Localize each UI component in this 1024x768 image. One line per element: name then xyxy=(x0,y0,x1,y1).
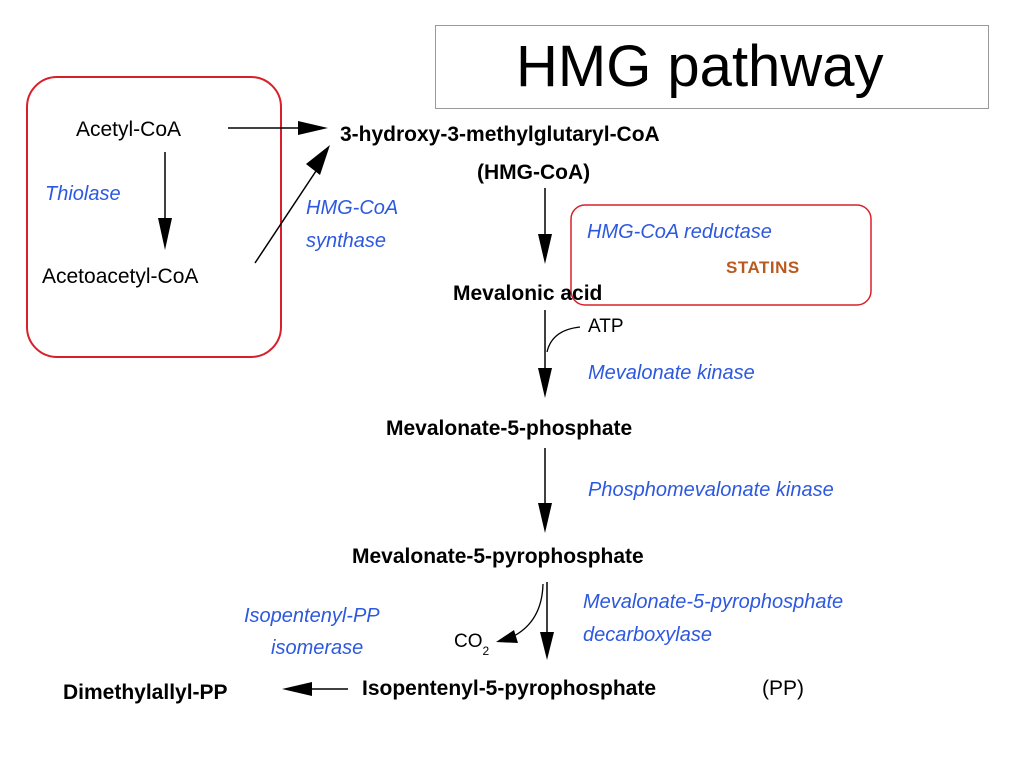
arrow-hmg-to-mevalonic xyxy=(538,188,552,264)
metabolite-dimethylallyl-pp: Dimethylallyl-PP xyxy=(63,681,228,704)
enzyme-decarboxylase-line1: Mevalonate-5-pyrophosphate xyxy=(583,591,844,613)
enzyme-hmg-coa-synthase-line1: HMG-CoA xyxy=(306,197,399,219)
page-title: HMG pathway xyxy=(516,34,884,99)
arrow-acetyl-to-hmg xyxy=(228,121,328,135)
arrow-ipp-to-dmapp xyxy=(282,682,348,696)
enzyme-hmg-coa-synthase-line2: synthase xyxy=(306,230,387,252)
metabolite-acetoacetyl-coa: Acetoacetyl-CoA xyxy=(42,265,199,288)
cofactor-atp: ATP xyxy=(588,316,624,337)
arrow-m5pp-to-ipp xyxy=(540,582,554,660)
enzyme-thiolase: Thiolase xyxy=(45,183,121,205)
cofactor-co2: CO2 xyxy=(454,631,489,657)
arrow-acetyl-to-acetoacetyl xyxy=(158,152,172,250)
highlight-box-reductase xyxy=(570,204,872,306)
enzyme-mevalonate-kinase: Mevalonate kinase xyxy=(588,362,755,384)
metabolite-pp-abbrev: (PP) xyxy=(762,677,804,700)
metabolite-hmg-coa-full: 3-hydroxy-3-methylglutaryl-CoA xyxy=(340,123,660,146)
enzyme-isomerase-line1: Isopentenyl-PP xyxy=(244,605,380,627)
enzyme-hmg-coa-reductase: HMG-CoA reductase xyxy=(587,221,772,243)
enzyme-isomerase-line2: isomerase xyxy=(271,637,364,659)
metabolite-acetyl-coa: Acetyl-CoA xyxy=(76,118,182,141)
inhibitor-statins: STATINS xyxy=(726,258,800,277)
metabolite-mevalonate-5-pyrophosphate: Mevalonate-5-pyrophosphate xyxy=(352,545,644,568)
arrow-acetoacetyl-to-hmg xyxy=(254,145,330,264)
enzyme-phosphomevalonate-kinase: Phosphomevalonate kinase xyxy=(588,479,834,501)
arrow-co2-release xyxy=(496,583,544,643)
metabolite-hmg-coa-short: (HMG-CoA) xyxy=(477,161,591,184)
arrow-m5p-to-m5pp xyxy=(538,448,552,533)
cofactor-co2-main: CO xyxy=(454,631,483,652)
metabolite-mevalonic-acid: Mevalonic acid xyxy=(453,282,603,305)
metabolite-mevalonate-5-phosphate: Mevalonate-5-phosphate xyxy=(386,417,633,440)
arrow-mevalonic-to-m5p xyxy=(538,310,581,398)
cofactor-co2-subscript: 2 xyxy=(482,644,490,658)
title-box: HMG pathway xyxy=(435,25,989,109)
enzyme-decarboxylase-line2: decarboxylase xyxy=(583,624,712,646)
highlight-box-left xyxy=(26,76,282,358)
metabolite-isopentenyl-5-pyrophosphate: Isopentenyl-5-pyrophosphate xyxy=(362,677,657,700)
